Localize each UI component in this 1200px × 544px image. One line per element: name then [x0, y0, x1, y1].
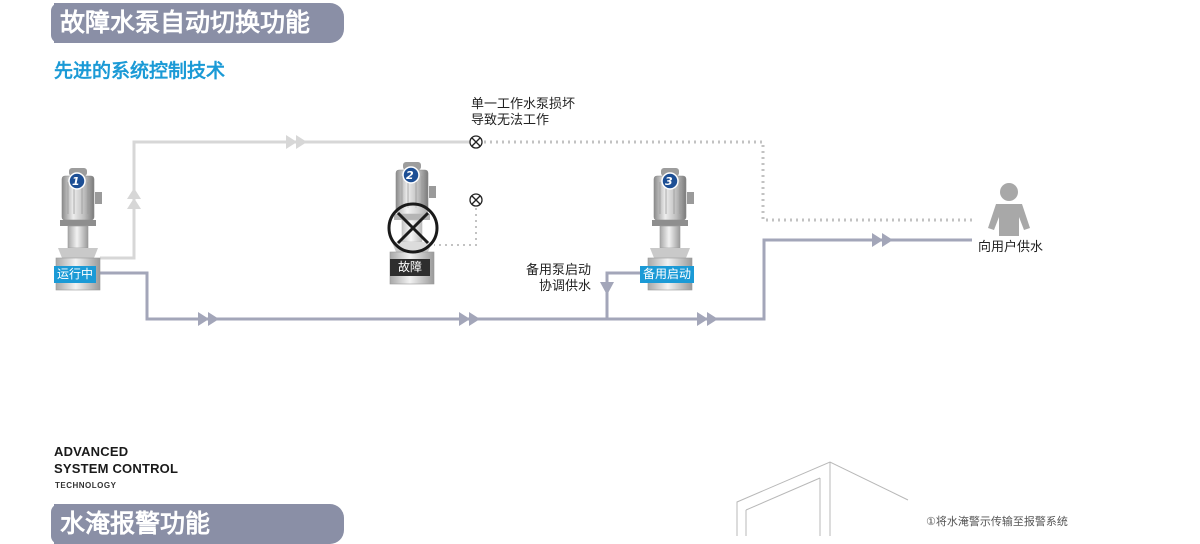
pump-2-number: 2: [406, 169, 414, 182]
next-section-title: 水淹报警功能: [60, 509, 211, 538]
user-label: 向用户供水: [978, 240, 1044, 255]
pump-number-badge: [68, 166, 679, 190]
failure-note-line2: 导致无法工作: [471, 113, 550, 128]
status-badge-fault: 故障: [390, 259, 431, 276]
status-badge-running: 运行中: [54, 266, 97, 283]
en-title-line2: SYSTEM CONTROL: [54, 461, 179, 476]
section-subtitle: 先进的系统控制技术: [54, 60, 226, 82]
user-icon: [988, 183, 1030, 236]
section-title: 故障水泵自动切换功能: [60, 8, 311, 37]
failed-flow-dotted-line: [484, 140, 972, 222]
en-title-line1: ADVANCED: [54, 444, 129, 459]
inactive-flow-arrows: [127, 135, 307, 209]
next-section-banner: 水淹报警功能: [51, 504, 344, 544]
active-flow-arrows: [198, 233, 893, 326]
status-badge-standby: 备用启动: [640, 266, 695, 283]
active-flow-line: [100, 271, 607, 321]
en-subtitle: TECHNOLOGY: [55, 481, 117, 490]
standby-note-line1: 备用泵启动: [526, 263, 592, 278]
failure-cross-icon: [387, 202, 439, 254]
pump-3-number: 3: [665, 175, 673, 188]
standby-note-line2: 协调供水: [539, 279, 592, 294]
pump-1-number: 1: [72, 175, 80, 188]
alert-note: ①将水淹警示传输至报警系统: [926, 515, 1068, 528]
broken-valve-icon: [469, 135, 483, 207]
section-title-banner: 故障水泵自动切换功能: [51, 3, 344, 43]
cabinet-sketch: [736, 461, 909, 536]
failure-note-line1: 单一工作水泵损坏: [471, 97, 576, 112]
